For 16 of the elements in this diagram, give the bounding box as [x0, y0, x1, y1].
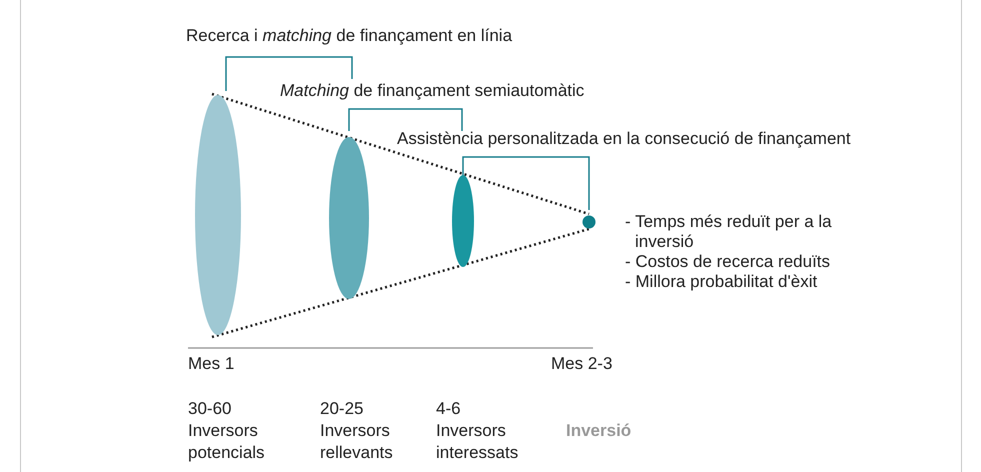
stage-ellipse: [195, 95, 241, 335]
stage-heading: Matching de finançament semiautomàtic: [280, 81, 584, 101]
stage-heading: Recerca i matching de finançament en línia: [186, 26, 512, 46]
time-label: Mes 1: [188, 354, 234, 374]
end-dot: [582, 216, 596, 228]
benefit-item: - Costos de recerca reduïts: [625, 252, 830, 272]
time-label: Mes 2-3: [551, 354, 612, 374]
stage-heading: Assistència personalitzada en la consecució de finançament: [397, 129, 851, 149]
stage-count: 4-6 Inversors interessats: [436, 398, 520, 464]
stage-ellipse: [329, 137, 369, 299]
stage-count: 20-25 Inversors rellevants: [320, 398, 394, 464]
benefit-item: - Temps més reduït per a la inversió: [625, 212, 833, 252]
benefit-item: - Millora probabilitat d'èxit: [625, 272, 818, 292]
stage-ellipse: [452, 175, 474, 267]
stage-count: 30-60 Inversors potencials: [188, 398, 266, 464]
stage-result: Inversió: [566, 420, 632, 442]
